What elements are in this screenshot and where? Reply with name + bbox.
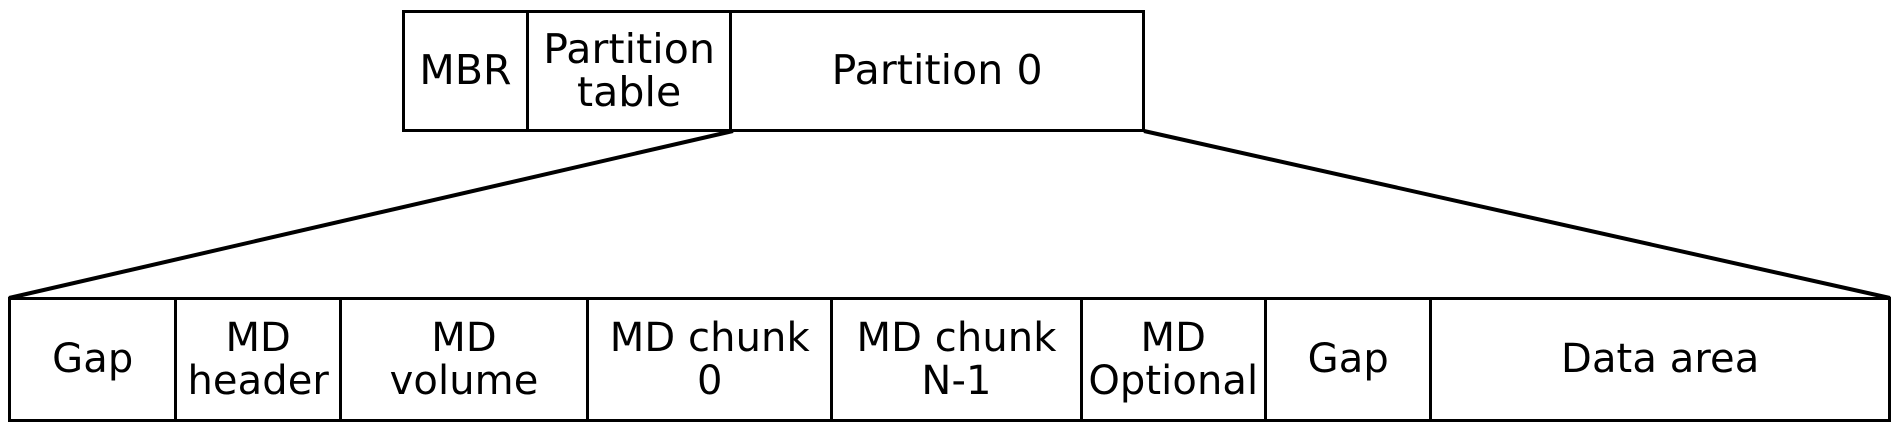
cell-gap-leading-label: Gap [52,336,134,383]
cell-md-chunk-n-1: MD chunk N-1 [833,300,1083,419]
cell-md-chunk-n-1-label: MD chunk N-1 [856,315,1057,404]
disk-layout-band: MBR Partition table Partition 0 [402,10,1145,132]
cell-mbr-label: MBR [419,46,512,95]
cell-gap-trailing-label: Gap [1307,336,1389,383]
cell-partition-table: Partition table [529,13,733,129]
cell-md-chunk-0-label: MD chunk 0 [609,315,810,404]
cell-gap-leading: Gap [11,300,178,419]
cell-md-header-label: MD header [187,315,329,404]
cell-partition-table-label: Partition table [543,24,716,116]
connector-line-left [8,129,734,300]
partition-0-detail-band: Gap MD header MD volume MD chunk 0 MD ch… [8,297,1891,422]
cell-md-volume: MD volume [341,300,590,419]
cell-md-optional-label: MD Optional [1088,315,1259,404]
cell-partition-0-label: Partition 0 [831,46,1043,95]
cell-partition-0: Partition 0 [732,13,1142,129]
cell-mbr: MBR [405,13,529,129]
cell-data-area-label: Data area [1561,336,1760,383]
cell-gap-trailing: Gap [1266,300,1433,419]
cell-data-area: Data area [1432,300,1888,419]
cell-md-volume-label: MD volume [389,315,539,404]
cell-md-optional: MD Optional [1082,300,1267,419]
connector-line-right [1143,129,1891,300]
cell-md-chunk-0: MD chunk 0 [589,300,834,419]
cell-md-header: MD header [177,300,342,419]
